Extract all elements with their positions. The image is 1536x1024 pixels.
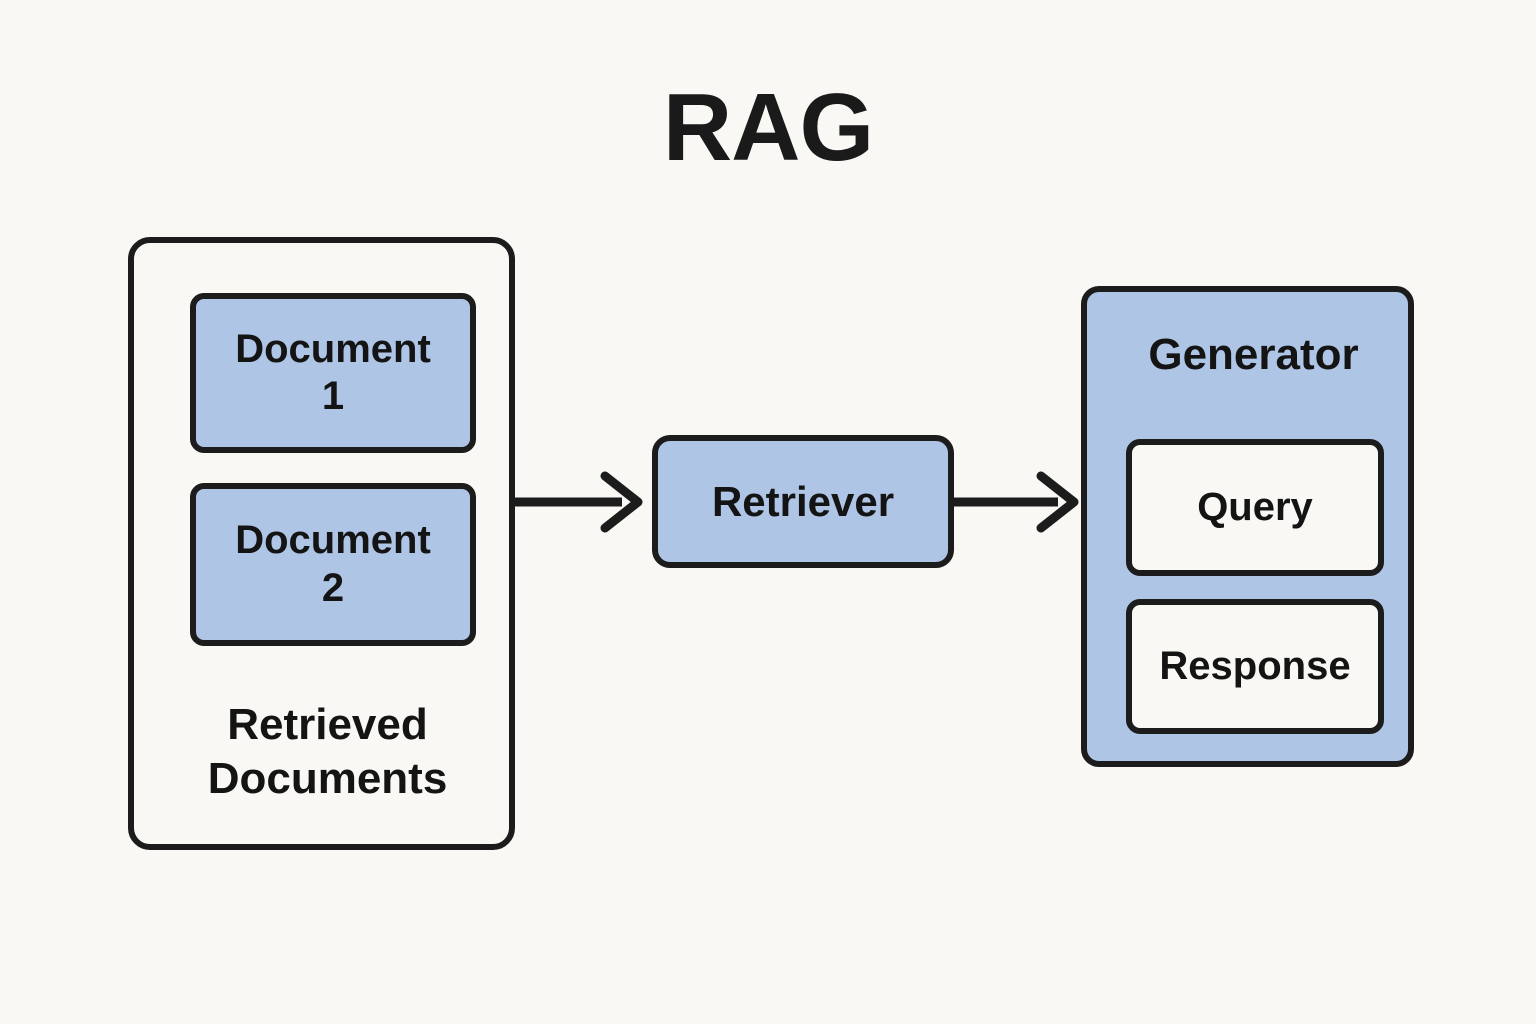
arrow-retriever-to-generator-head: [1036, 471, 1079, 533]
page-title: RAG: [662, 74, 874, 181]
query-label: Query: [1197, 485, 1313, 530]
document-2-box[interactable]: Document 2: [190, 483, 476, 646]
generator-label: Generator: [1148, 330, 1359, 379]
retriever-node[interactable]: Retriever: [652, 435, 954, 568]
retrieved-documents-container[interactable]: Document 1 Document 2 Retrieved Document…: [128, 237, 515, 850]
arrow-documents-to-retriever-head: [600, 471, 643, 533]
document-2-label-line1: Document: [235, 518, 431, 563]
response-label: Response: [1159, 644, 1351, 689]
document-1-label-line1: Document: [235, 326, 431, 371]
generator-node[interactable]: Generator Query Response: [1081, 286, 1414, 767]
response-box[interactable]: Response: [1126, 599, 1384, 734]
document-1-label-line2: 1: [321, 374, 345, 418]
retrieved-documents-caption-line1: Retrieved: [227, 700, 428, 749]
document-2-label-line2: 2: [321, 565, 345, 610]
retriever-label: Retriever: [711, 477, 895, 525]
retrieved-documents-caption: Retrieved Documents: [134, 698, 521, 805]
document-1-box[interactable]: Document 1: [190, 293, 476, 453]
retrieved-documents-caption-line2: Documents: [207, 753, 448, 803]
query-box[interactable]: Query: [1126, 439, 1384, 576]
